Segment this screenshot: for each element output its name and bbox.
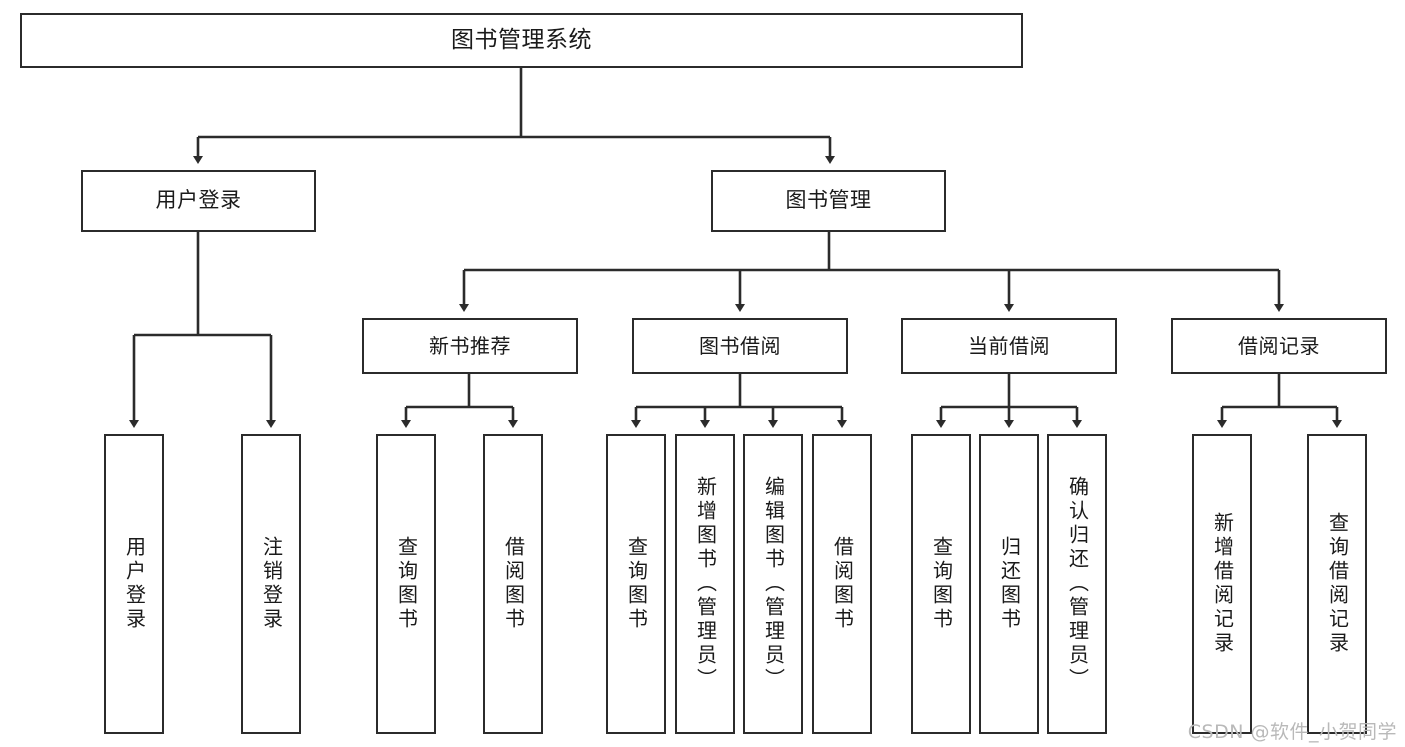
node-new-book-recommend-label: 新书推荐 (429, 334, 511, 358)
leaf-confirm-return-label: 确认归还（管理员） (1065, 476, 1090, 692)
watermark-text: CSDN @软件_小贺同学 (1187, 721, 1397, 743)
leaf-query-book-3[interactable]: 查询图书 (911, 434, 971, 734)
leaf-return-book[interactable]: 归还图书 (979, 434, 1039, 734)
leaf-borrow-book-2[interactable]: 借阅图书 (812, 434, 872, 734)
node-book-manage-label: 图书管理 (785, 188, 872, 213)
leaf-return-book-label: 归还图书 (997, 536, 1022, 632)
leaf-query-book-2-label: 查询图书 (624, 536, 649, 632)
node-book-manage[interactable]: 图书管理 (711, 170, 946, 232)
node-user-login[interactable]: 用户登录 (81, 170, 316, 232)
node-book-borrow-label: 图书借阅 (699, 334, 781, 358)
leaf-add-record-label: 新增借阅记录 (1210, 512, 1235, 656)
leaf-query-book-3-label: 查询图书 (929, 536, 954, 632)
leaf-logout[interactable]: 注销登录 (241, 434, 301, 734)
leaf-add-record[interactable]: 新增借阅记录 (1192, 434, 1252, 734)
node-current-borrow-label: 当前借阅 (968, 334, 1050, 358)
leaf-borrow-book-1-label: 借阅图书 (501, 536, 526, 632)
leaf-user-login[interactable]: 用户登录 (104, 434, 164, 734)
leaf-confirm-return[interactable]: 确认归还（管理员） (1047, 434, 1107, 734)
leaf-add-book-label: 新增图书（管理员） (693, 476, 718, 692)
leaf-query-record[interactable]: 查询借阅记录 (1307, 434, 1367, 734)
node-current-borrow[interactable]: 当前借阅 (901, 318, 1117, 374)
node-root[interactable]: 图书管理系统 (20, 13, 1023, 68)
leaf-user-login-label: 用户登录 (122, 536, 147, 632)
leaf-edit-book-label: 编辑图书（管理员） (761, 476, 786, 692)
leaf-add-book[interactable]: 新增图书（管理员） (675, 434, 735, 734)
node-borrow-record[interactable]: 借阅记录 (1171, 318, 1387, 374)
node-new-book-recommend[interactable]: 新书推荐 (362, 318, 578, 374)
leaf-edit-book[interactable]: 编辑图书（管理员） (743, 434, 803, 734)
leaf-query-book-1[interactable]: 查询图书 (376, 434, 436, 734)
node-borrow-record-label: 借阅记录 (1238, 334, 1320, 358)
leaf-query-book-1-label: 查询图书 (394, 536, 419, 632)
leaf-borrow-book-2-label: 借阅图书 (830, 536, 855, 632)
node-book-borrow[interactable]: 图书借阅 (632, 318, 848, 374)
node-root-label: 图书管理系统 (451, 26, 592, 53)
leaf-logout-label: 注销登录 (259, 536, 284, 632)
leaf-query-record-label: 查询借阅记录 (1325, 512, 1350, 656)
leaf-borrow-book-1[interactable]: 借阅图书 (483, 434, 543, 734)
leaf-query-book-2[interactable]: 查询图书 (606, 434, 666, 734)
node-user-login-label: 用户登录 (155, 188, 242, 213)
